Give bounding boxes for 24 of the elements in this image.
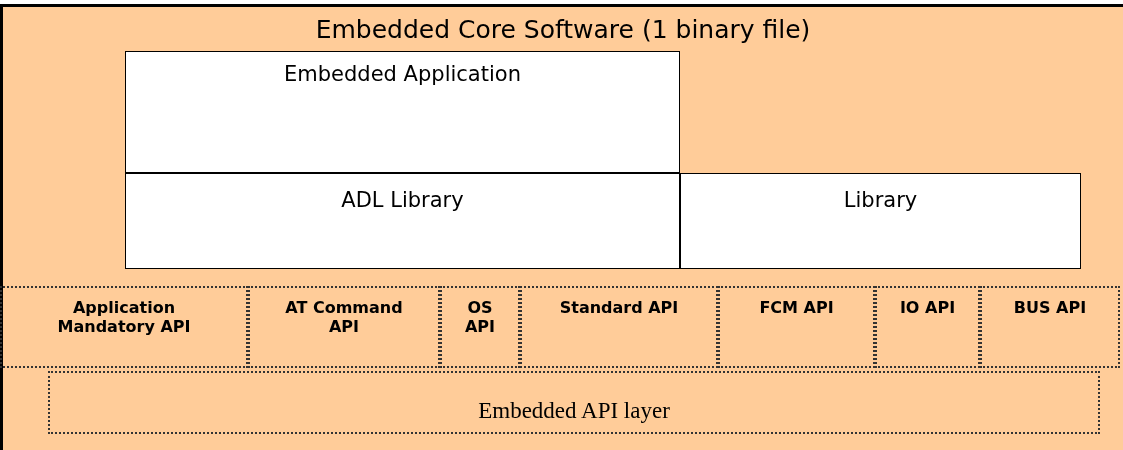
api-box — [520, 286, 718, 368]
layer-label: IO API — [899, 298, 956, 318]
layer-label: AT Command API — [284, 298, 404, 337]
outer-panel — [0, 4, 1123, 450]
layer-label: ADL Library — [340, 188, 465, 214]
layer-band — [48, 371, 1100, 434]
api-box — [718, 286, 875, 368]
layer-box — [125, 173, 680, 269]
api-box — [248, 286, 440, 368]
layer-box — [125, 51, 680, 173]
api-box — [875, 286, 980, 368]
layer-label: OS API — [464, 298, 496, 337]
api-box — [0, 286, 248, 368]
layer-label: Library — [842, 188, 919, 214]
title-text: Embedded Core Software (1 binary file) — [314, 15, 812, 45]
layer-label: Application Mandatory API — [56, 298, 192, 337]
api-box — [440, 286, 520, 368]
layer-label: Embedded API layer — [477, 397, 671, 425]
layer-label: BUS API — [1012, 298, 1088, 318]
layer-label: Embedded Application — [283, 62, 522, 88]
api-box — [980, 286, 1120, 368]
layer-label: Standard API — [558, 298, 680, 318]
layer-label: FCM API — [758, 298, 835, 318]
layer-box — [680, 173, 1081, 269]
